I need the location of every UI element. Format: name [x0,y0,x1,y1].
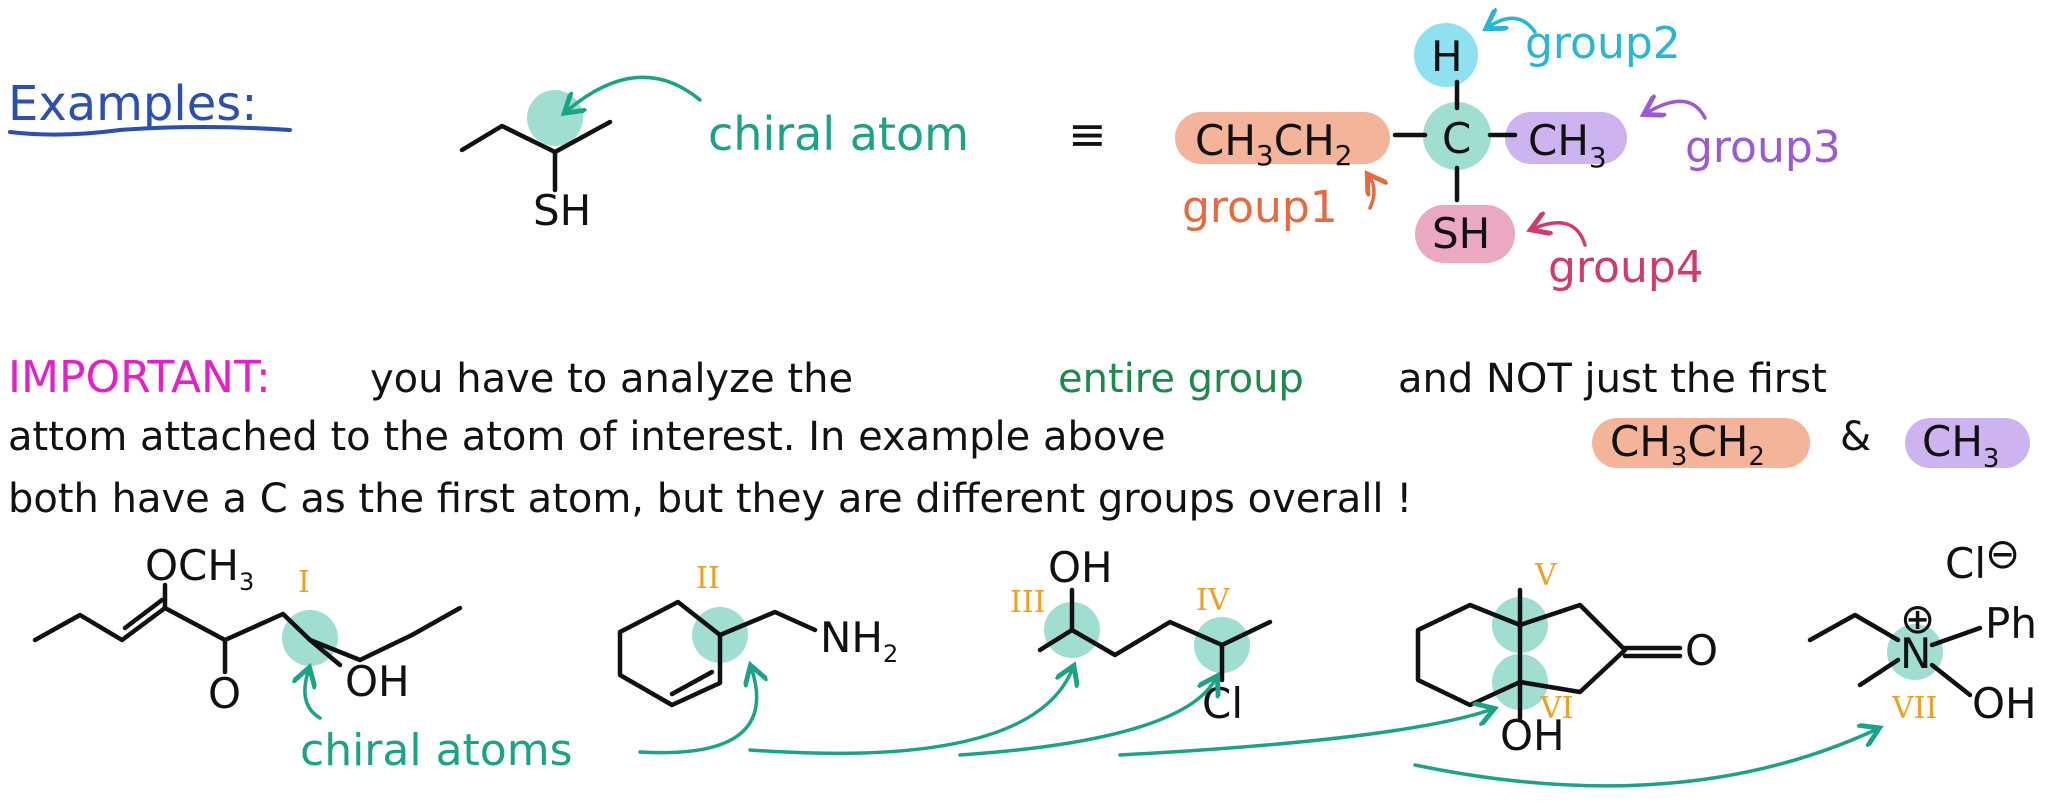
chiral-atom-arrow [568,75,702,110]
important-line1-a: you have to analyze the [370,356,853,402]
chloride-label: Cl [1945,539,1986,588]
example-molecule-butanethiol: SH [459,90,613,235]
equivalence-symbol: ≡ [1068,107,1107,161]
group3-arrow [1648,101,1707,120]
oh-label-3: OH [1048,543,1113,592]
minus-charge: ⊖ [1985,529,2020,578]
center-highlight [1423,102,1491,170]
nh2-label: NH2 [820,613,898,668]
svg-text:Examples:: Examples: [8,76,257,132]
oh-label-5: OH [1972,679,2037,728]
group4-label: group4 [1548,242,1704,293]
group1-highlight [1175,112,1390,164]
sh-group-label: SH [1432,209,1490,258]
inline-ethyl-highlight [1592,418,1810,468]
molecule-5: N ⊕ Ph OH Cl ⊖ VII [1807,529,2037,728]
chiral-atoms-label: chiral atoms [300,725,573,776]
chiral-highlight-VII [1887,624,1943,680]
important-label: IMPORTANT: [8,352,271,403]
cl-label-3: Cl [1202,679,1243,728]
roman-III: III [1010,585,1046,620]
group3-label: group3 [1685,122,1841,173]
important-ampersand: & [1840,414,1871,460]
sh-label: SH [533,186,591,235]
important-line1-b: and NOT just the first [1398,356,1827,402]
roman-V: V [1534,558,1558,593]
plus-charge: ⊕ [1900,594,1935,643]
expanded-structure: CH3CH2 C CH3 H SH [1175,23,1627,263]
examples-heading: Examples: [8,76,292,137]
arrow-to-IV [958,680,1215,757]
group4-arrow [1535,223,1587,247]
important-line2: attom attached to the atom of interest. … [8,414,1166,460]
chiral-atoms-arrows [638,670,1875,788]
hydrogen-label: H [1431,32,1463,81]
oh-label-4: OH [1500,711,1565,760]
ethyl-formula: CH3CH2 [1195,116,1353,172]
ketone-o-4: O [1685,626,1718,675]
roman-VII: VII [1891,691,1937,726]
methyl-formula: CH3 [1528,116,1607,174]
roman-IV: IV [1196,583,1231,618]
group2-label: group2 [1525,18,1681,69]
molecule-4: O OH V VI [1415,558,1718,760]
chiral-atom-arrow-I [305,672,322,720]
inline-methyl-highlight [1905,418,2030,468]
group1-arrow [1370,178,1374,210]
chiral-atom-label: chiral atom [708,107,969,161]
group2-arrow [1490,18,1537,34]
roman-I: I [298,565,310,600]
carbonyl-o-1: O [208,669,241,718]
chiral-highlight [527,90,583,146]
roman-VI: VI [1539,691,1574,726]
important-note: IMPORTANT: you have to analyze the entir… [8,352,2030,522]
important-line1-highlight: entire group [1058,356,1304,402]
group2-highlight [1414,23,1478,87]
inline-methyl-formula: CH3 [1922,417,1999,474]
inline-ethyl-formula: CH3CH2 [1610,417,1765,472]
molecule-2: NH2 II [617,561,898,708]
group1-label: group1 [1182,182,1338,233]
och3-label: OCH3 [145,541,254,596]
arrow-to-VI [1118,710,1490,757]
center-carbon: C [1442,114,1471,163]
group4-highlight [1415,205,1515,263]
important-line3: both have a C as the first atom, but the… [8,476,1412,522]
molecule-1: OCH3 O OH I [32,541,463,720]
group3-highlight [1505,112,1627,164]
roman-II: II [696,561,720,596]
arrow-to-VII [1413,730,1875,788]
arrow-to-II [638,670,757,755]
nitrogen-label: N [1900,629,1931,678]
oh-label-1: OH [345,657,410,706]
ph-label: Ph [1985,599,2037,648]
arrow-to-III [748,670,1072,756]
